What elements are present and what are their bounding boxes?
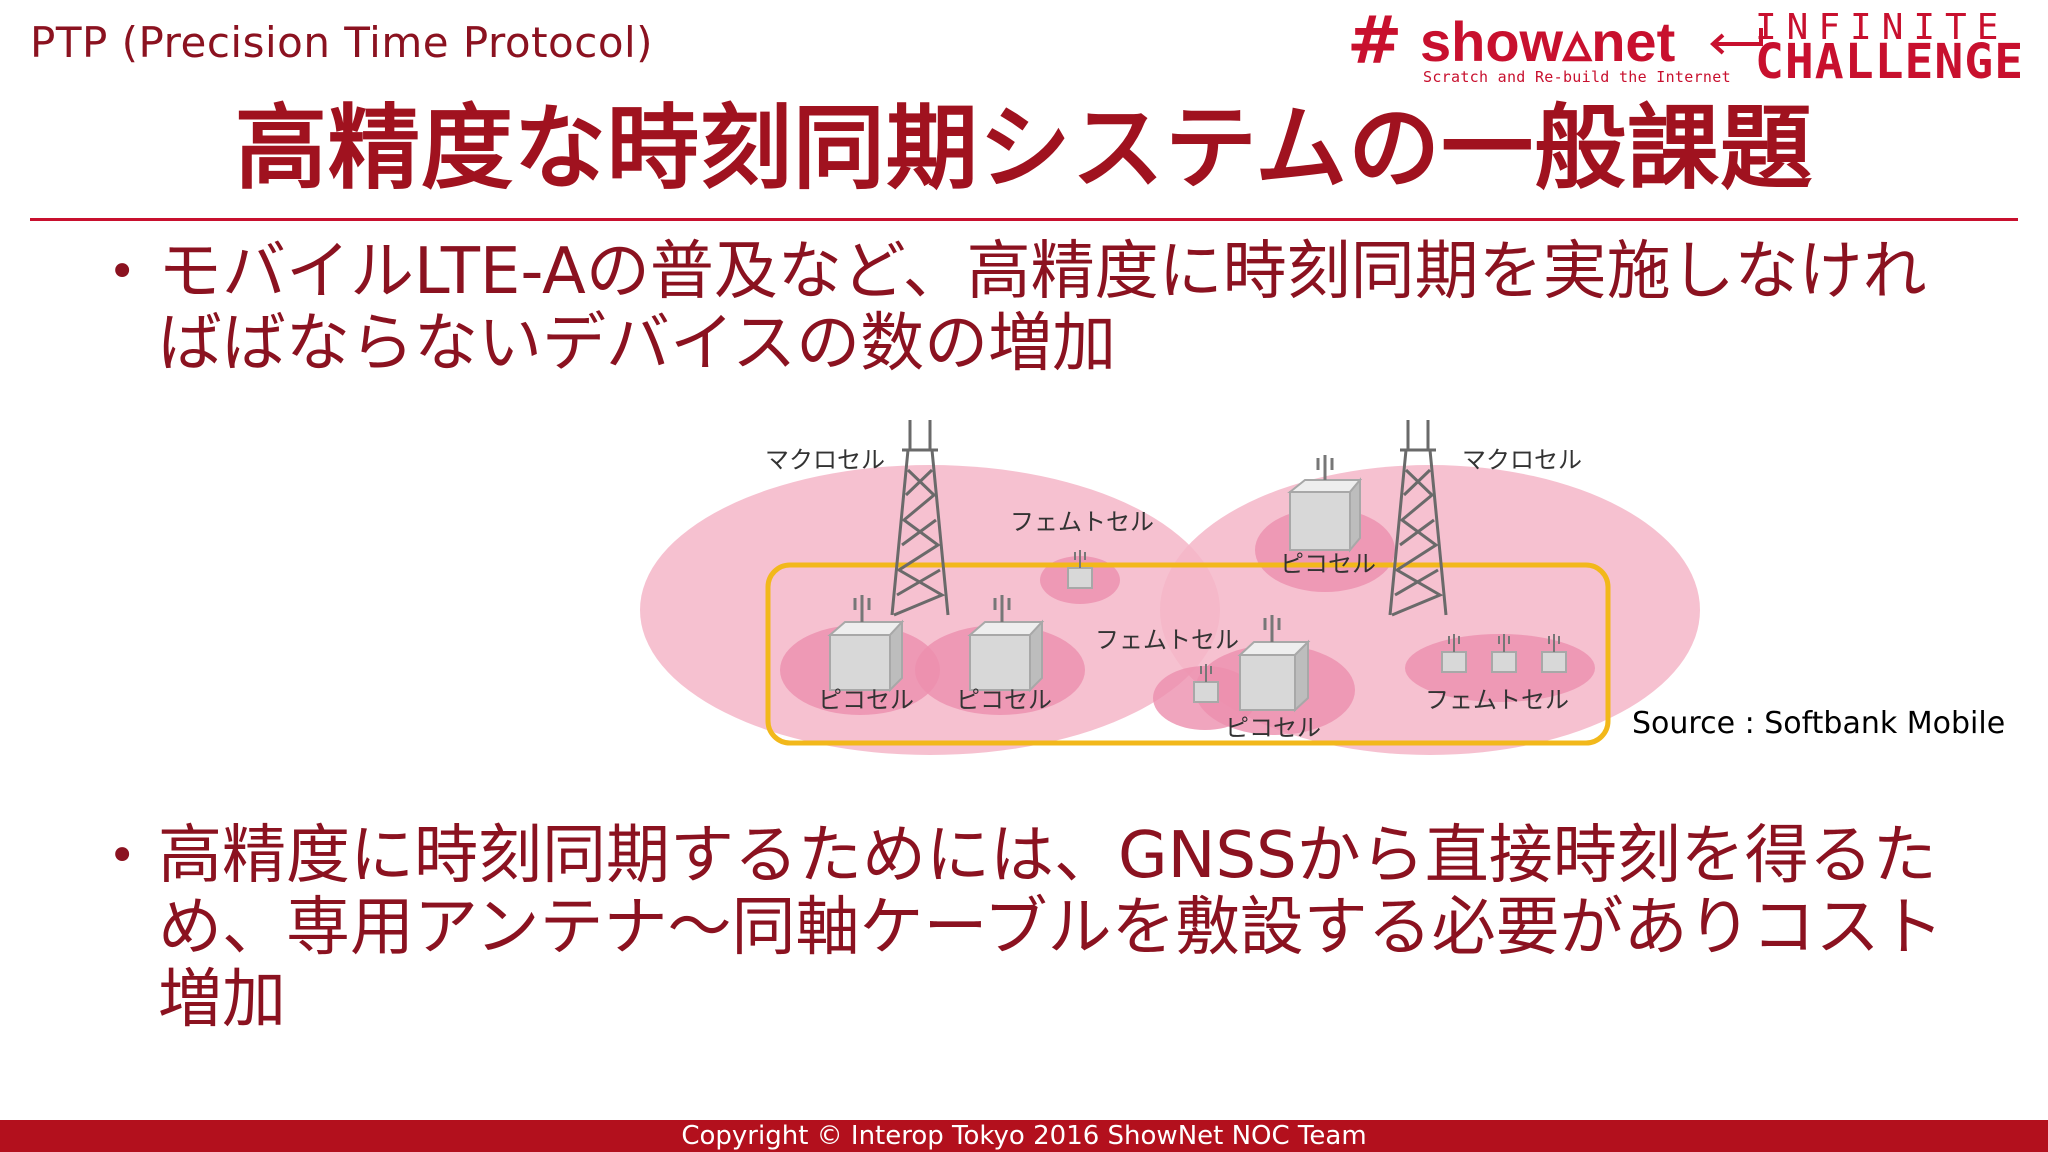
- shownet-logo: # show▵net Scratch and Re-build the Inte…: [1335, 8, 2025, 92]
- label-pico-top: ピコセル: [1280, 550, 1376, 578]
- bullet-item-1: • モバイルLTE-Aの普及など、高精度に時刻同期を実施しなければばならないデバ…: [108, 236, 1988, 386]
- macro-tower-left-icon: [890, 420, 950, 617]
- label-pico-center: ピコセル: [1225, 714, 1321, 742]
- highlight-frame: [765, 562, 1611, 746]
- return-arrow-icon: [1710, 28, 1763, 55]
- femto-box-top-icon: [1067, 550, 1093, 589]
- femto-box-right-2-icon: [1491, 634, 1517, 673]
- image-source-credit: Source : Softbank Mobile: [1632, 706, 2006, 741]
- bullet-marker: •: [108, 828, 137, 884]
- slide-title: 高精度な時刻同期システムの一般課題: [234, 95, 1814, 202]
- bullet-text: モバイルLTE-Aの普及など、高精度に時刻同期を実施しなければばならないデバイス…: [158, 235, 1927, 381]
- pico-building-center-icon: [1237, 615, 1311, 713]
- label-femto-right: フェムトセル: [1425, 686, 1569, 714]
- label-macro-left: マクロセル: [765, 446, 885, 474]
- pico-building-1-icon: [827, 595, 905, 693]
- label-femto-center: フェムトセル: [1095, 626, 1239, 654]
- cell-network-diagram: マクロセル マクロセル フェムトセル ピコセル フェムトセル ピコセル ピコセル…: [640, 420, 1700, 755]
- footer-bar: Copyright © Interop Tokyo 2016 ShowNet N…: [0, 1120, 2048, 1152]
- section-label: PTP (Precision Time Protocol): [30, 18, 654, 67]
- copyright-text: Copyright © Interop Tokyo 2016 ShowNet N…: [681, 1121, 1367, 1151]
- macro-tower-right-icon: [1388, 420, 1448, 617]
- pico-building-top-icon: [1287, 455, 1363, 553]
- bullet-marker: •: [108, 244, 137, 300]
- femto-box-right-1-icon: [1441, 634, 1467, 673]
- label-pico-2: ピコセル: [956, 686, 1052, 714]
- label-macro-right: マクロセル: [1462, 446, 1582, 474]
- logo-tagline: Scratch and Re-build the Internet: [1423, 68, 1731, 86]
- femto-box-right-3-icon: [1541, 634, 1567, 673]
- logo-hash: #: [1347, 2, 1403, 79]
- logo-infinite: INFINITE: [1755, 7, 2009, 48]
- label-femto-top: フェムトセル: [1010, 508, 1154, 536]
- pico-building-2-icon: [967, 595, 1045, 693]
- femto-box-center-icon: [1193, 664, 1219, 703]
- logo-challenge: CHALLENGE: [1755, 34, 2025, 90]
- bullet-item-2: • 高精度に時刻同期するためには、GNSSから直接時刻を得るため、専用アンテナ〜…: [108, 820, 1988, 1050]
- label-pico-1: ピコセル: [818, 686, 914, 714]
- bullet-text: 高精度に時刻同期するためには、GNSSから直接時刻を得るため、専用アンテナ〜同軸…: [158, 819, 1944, 1037]
- title-divider: [30, 218, 2018, 221]
- logo-wordmark: show▵net: [1420, 10, 1676, 73]
